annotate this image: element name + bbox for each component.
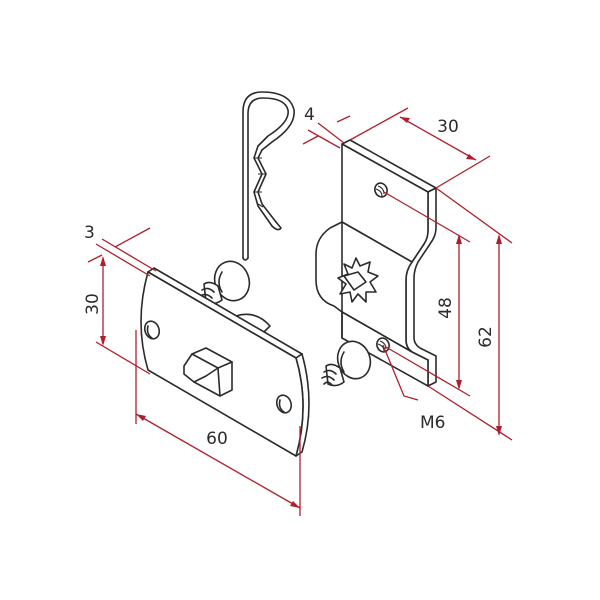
bracket bbox=[315, 139, 437, 387]
dimension-lines bbox=[87, 107, 513, 516]
threaded-hole-top bbox=[374, 182, 388, 198]
thread-label-m6: M6 bbox=[420, 413, 445, 433]
dim-hole-spacing: 48 bbox=[436, 297, 456, 319]
dim-bracket-width: 30 bbox=[437, 117, 459, 137]
r-clip-pin bbox=[242, 91, 295, 261]
dim-plate-length: 60 bbox=[206, 429, 228, 449]
dim-bracket-thickness: 4 bbox=[304, 105, 315, 125]
bolt-left bbox=[199, 260, 271, 335]
dim-plate-height: 30 bbox=[83, 293, 103, 315]
bolt-right bbox=[321, 340, 372, 387]
base-plate bbox=[140, 267, 310, 457]
dim-plate-thickness: 3 bbox=[84, 223, 95, 243]
dim-bracket-height: 62 bbox=[476, 326, 496, 348]
